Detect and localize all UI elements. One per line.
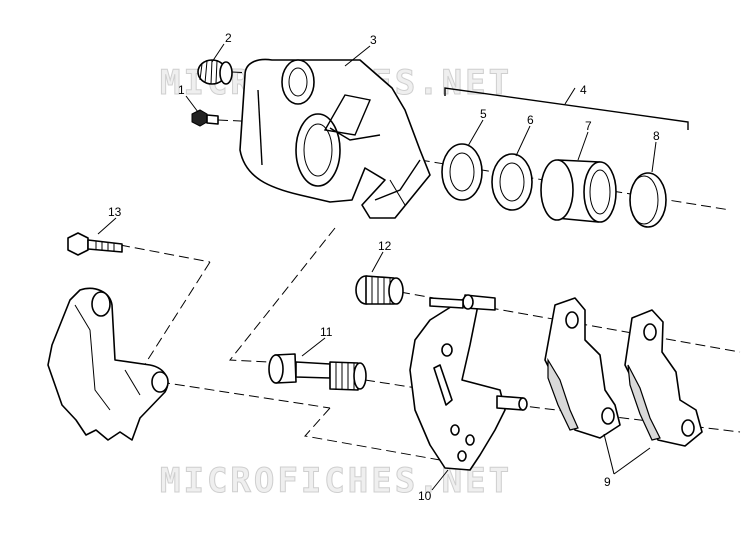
leader-lines [97, 43, 657, 491]
callout-13: 13 [108, 205, 122, 219]
guide-bushing [355, 275, 404, 305]
callout-7: 7 [585, 119, 592, 133]
kit-bracket-tick [564, 87, 576, 105]
brake-pad-outer [624, 309, 703, 447]
piston-seals [441, 143, 533, 211]
callout-labels: 2 1 3 4 5 6 7 8 13 12 11 10 9 [108, 31, 660, 503]
caliper-bracket [409, 294, 528, 471]
mounting-bolt [67, 232, 123, 256]
caliper-body [239, 58, 431, 219]
bleeder-plug [197, 59, 233, 85]
mounting-bracket [47, 287, 169, 441]
callout-12: 12 [378, 239, 392, 253]
callout-11: 11 [320, 325, 333, 339]
callout-9: 9 [604, 475, 611, 489]
brake-pad-inner [544, 297, 621, 439]
callout-3: 3 [370, 33, 377, 47]
bleeder-screw [191, 109, 219, 127]
callout-2: 2 [225, 31, 232, 45]
callout-10: 10 [418, 489, 432, 503]
dust-cap [629, 172, 667, 228]
piston [540, 159, 617, 223]
kit-bracket [444, 87, 689, 130]
callout-1: 1 [178, 83, 185, 97]
callout-6: 6 [527, 113, 534, 127]
callout-4: 4 [580, 83, 587, 97]
callout-5: 5 [480, 107, 487, 121]
callout-8: 8 [653, 129, 660, 143]
guide-pin [268, 353, 367, 391]
